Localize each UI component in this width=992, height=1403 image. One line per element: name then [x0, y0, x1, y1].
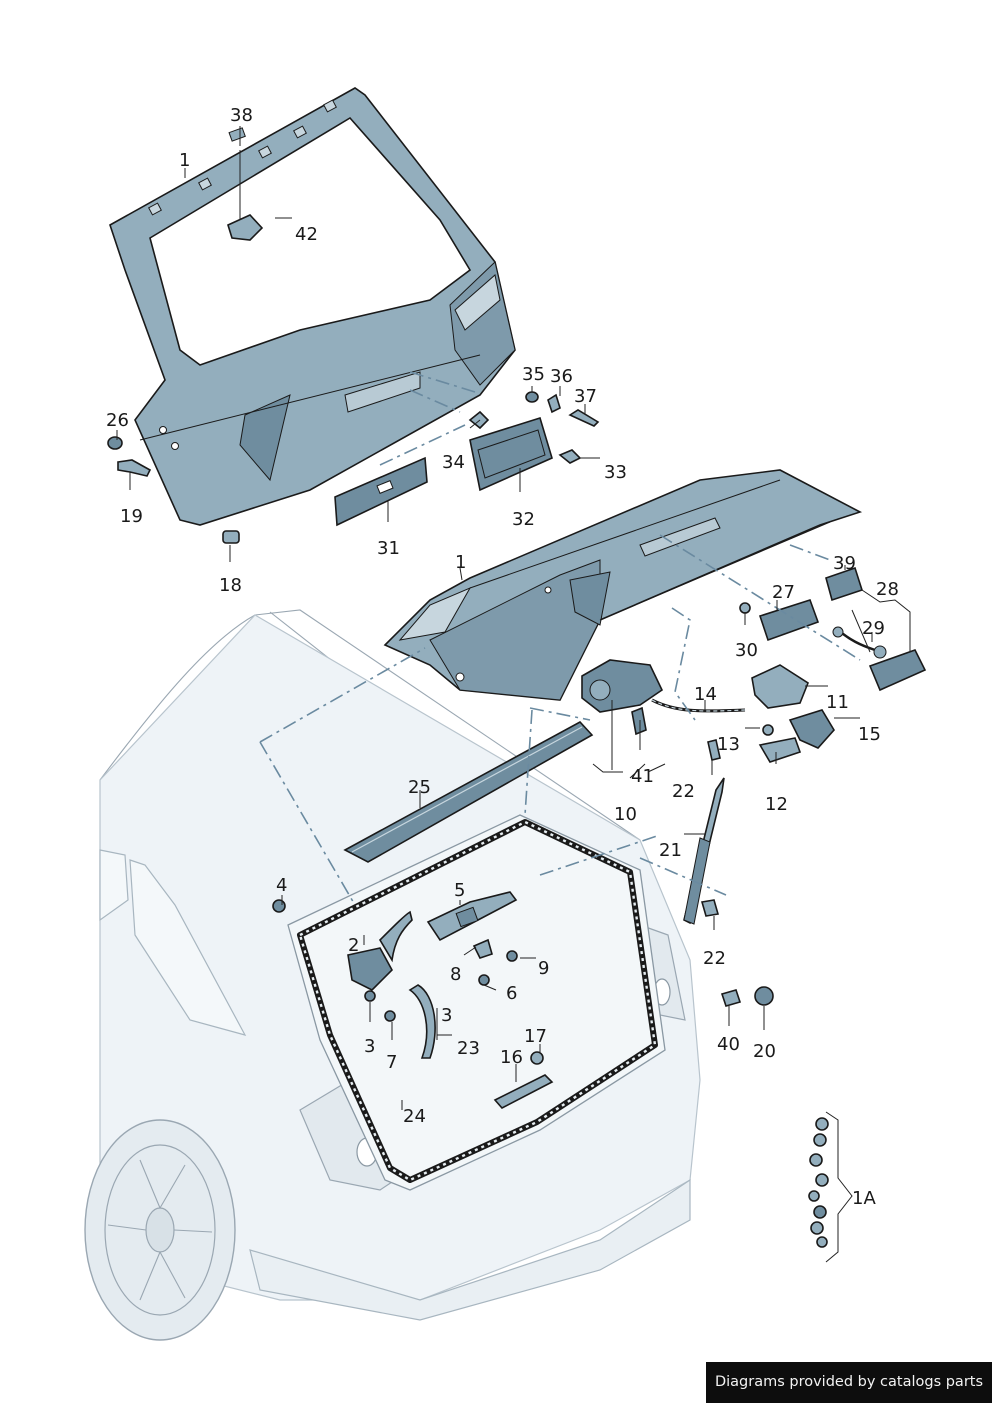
callout-1-top: 1 [179, 150, 190, 171]
part-18-buffer [222, 530, 240, 544]
callout-16: 16 [500, 1047, 523, 1068]
callout-29: 29 [862, 618, 885, 639]
part-16-bracket [493, 1074, 554, 1109]
tailgate-inner-panel [383, 469, 863, 701]
callout-12: 12 [765, 794, 788, 815]
callout-22-top: 22 [672, 781, 695, 802]
callout-33: 33 [604, 462, 627, 483]
part-12-striker [758, 737, 802, 763]
callout-1a: 1A [852, 1188, 876, 1209]
callout-28: 28 [876, 579, 899, 600]
leader-lines [116, 126, 911, 1110]
callout-15: 15 [858, 724, 881, 745]
part-22-ballstud-bottom [700, 899, 720, 917]
callout-6: 6 [506, 983, 517, 1004]
callout-18: 18 [219, 575, 242, 596]
part-34-nut [468, 410, 490, 430]
part-8-clip [472, 938, 493, 959]
callout-32: 32 [512, 509, 535, 530]
callout-30: 30 [735, 640, 758, 661]
part-4-nut [272, 899, 286, 913]
callout-39: 39 [833, 553, 856, 574]
callout-2: 2 [348, 935, 359, 956]
callout-7: 7 [386, 1052, 397, 1073]
callout-4: 4 [276, 875, 287, 896]
callout-24: 24 [403, 1106, 426, 1127]
part-33-screw [558, 449, 582, 464]
callout-labels: 38 1 42 26 19 18 31 34 32 33 35 36 37 1 … [106, 105, 899, 1209]
callout-26: 26 [106, 410, 129, 431]
callout-42: 42 [295, 224, 318, 245]
callout-14: 14 [694, 684, 717, 705]
callout-5: 5 [454, 880, 465, 901]
part-20-cap [754, 986, 774, 1006]
part-30-grommet [739, 602, 751, 614]
construction-lines [259, 371, 861, 906]
part-6-screw [478, 974, 490, 986]
part-27-handle [758, 599, 820, 642]
callout-19: 19 [120, 506, 143, 527]
part-9-screw [506, 950, 518, 962]
callout-23: 23 [457, 1038, 480, 1059]
credit-banner: Diagrams provided by catalogs parts [706, 1362, 992, 1403]
part-7-screw [384, 1010, 396, 1022]
part-22-ballstud-top [707, 739, 721, 761]
part-23-rod [378, 910, 413, 963]
part-40-bolt [720, 989, 742, 1007]
part-28-camera [868, 649, 927, 692]
callout-35: 35 [522, 364, 545, 385]
vehicle-body [84, 609, 701, 1341]
part-19-bolt [117, 459, 152, 477]
callout-22-bottom: 22 [703, 948, 726, 969]
part-15-bracket [788, 709, 835, 749]
callout-3-left: 3 [364, 1036, 375, 1057]
callout-20: 20 [753, 1041, 776, 1062]
callout-34: 34 [442, 452, 465, 473]
part-3-cover [408, 984, 436, 1059]
callout-3-mid: 3 [441, 1005, 452, 1026]
callout-37: 37 [574, 386, 597, 407]
callout-38: 38 [230, 105, 253, 126]
part-38-clip [228, 127, 246, 142]
callout-8: 8 [450, 964, 461, 985]
callout-41: 41 [631, 766, 654, 787]
part-2-lock [347, 947, 393, 991]
callout-27: 27 [772, 582, 795, 603]
tailgate-assembly [109, 87, 516, 526]
part-26-nut [107, 436, 123, 450]
part-37-bolt [568, 409, 600, 427]
part-13-washer [762, 724, 774, 736]
callout-21: 21 [659, 840, 682, 861]
part-3-screw-left [364, 990, 376, 1002]
part-42-bracket [227, 214, 264, 241]
callout-1-spoiler: 1 [455, 552, 466, 573]
callout-31: 31 [377, 538, 400, 559]
callout-9: 9 [538, 958, 549, 979]
callout-11: 11 [826, 692, 849, 713]
part-17-nut [530, 1051, 544, 1065]
callout-40: 40 [717, 1034, 740, 1055]
callout-17: 17 [524, 1026, 547, 1047]
part-35-washer [525, 391, 539, 403]
part-10-connector [631, 706, 647, 736]
part-1a-fastener-set [808, 1111, 853, 1263]
part-11-latch [751, 664, 809, 709]
callout-13: 13 [717, 734, 740, 755]
callout-25: 25 [408, 777, 431, 798]
part-25-seal-strip [343, 720, 594, 863]
part-32-license-bracket [469, 416, 553, 492]
part-36-clip [547, 393, 561, 414]
callout-36: 36 [550, 366, 573, 387]
callout-10: 10 [614, 804, 637, 825]
tailgate-seal [297, 819, 658, 1183]
